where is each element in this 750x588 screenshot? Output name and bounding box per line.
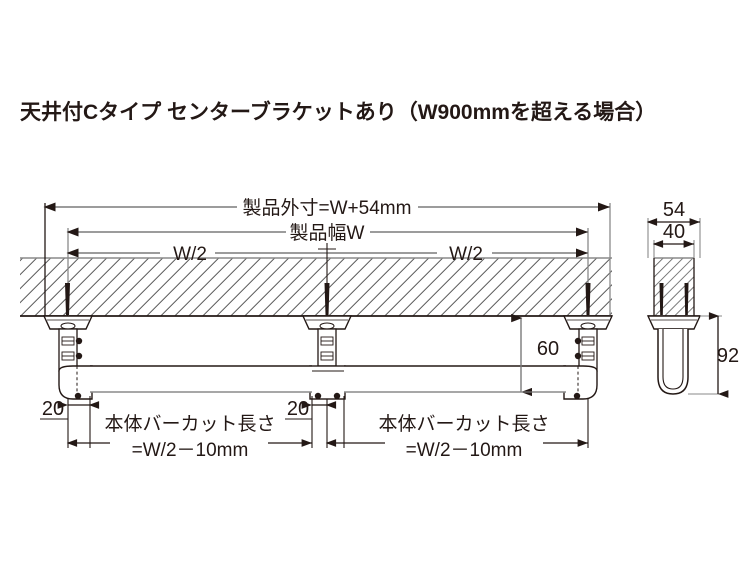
dimension-end-offset-left: 20 bbox=[40, 398, 100, 420]
dimension-product-width-label: 製品幅W bbox=[290, 222, 365, 244]
dimension-half-width-left-label: W/2 bbox=[173, 244, 207, 265]
dimension-bar-cut-left-label-line1: 本体バーカット長さ bbox=[104, 413, 275, 435]
dimension-end-offset-center: 20 bbox=[285, 398, 337, 420]
bracket-right bbox=[562, 283, 614, 400]
dimension-bar-cut-left-label-line2: =W/2－10mm bbox=[132, 440, 249, 461]
dimension-half-width-left: W/2 bbox=[66, 244, 327, 265]
dimension-bar-cut-right: 本体バーカット長さ =W/2－10mm bbox=[325, 413, 588, 461]
dimension-drop-height: 60 bbox=[511, 313, 566, 397]
dimension-overall-width-label: 製品外寸=W+54mm bbox=[243, 197, 412, 219]
dimension-overall-width: 製品外寸=W+54mm bbox=[43, 197, 611, 316]
ceiling-slab-front bbox=[20, 257, 612, 317]
dimension-half-width-right: W/2 bbox=[327, 244, 588, 265]
dimension-side-inner-width-label: 40 bbox=[663, 221, 685, 243]
dimension-end-offset-center-label: 20 bbox=[287, 398, 309, 420]
side-view: 54 40 92 bbox=[646, 199, 739, 398]
dimension-side-outer-width-label: 54 bbox=[663, 199, 685, 221]
dimension-end-offset-left-label: 20 bbox=[42, 398, 64, 420]
bracket-left bbox=[42, 283, 94, 400]
dimension-half-width-right-label: W/2 bbox=[449, 244, 483, 265]
page-title: 天井付Cタイプ センターブラケットあり（W900mmを超える場合） bbox=[20, 101, 657, 124]
dimension-drop-height-label: 60 bbox=[537, 338, 559, 360]
dimension-bar-cut-right-label-line1: 本体バーカット長さ bbox=[378, 413, 549, 435]
dimension-bar-cut-right-label-line2: =W/2－10mm bbox=[406, 440, 523, 461]
dimension-side-height-label: 92 bbox=[717, 345, 739, 367]
dimension-bar-cut-left: 本体バーカット長さ =W/2－10mm bbox=[66, 413, 312, 461]
